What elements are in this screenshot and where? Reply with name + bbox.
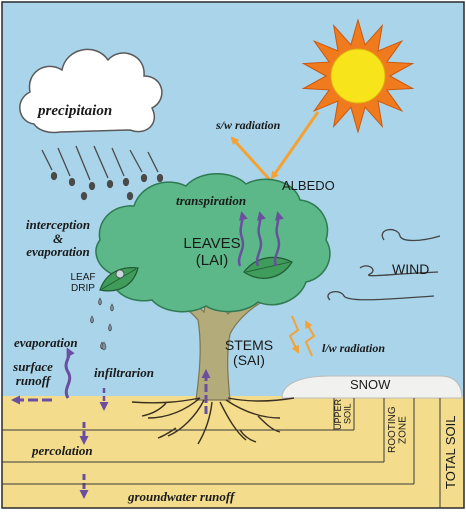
evaporation-label: evaporation — [14, 336, 78, 349]
leaf-drip-line-2: DRIP — [60, 283, 106, 294]
surface-runoff-line-1: surface — [2, 360, 64, 374]
droplet-icon — [116, 270, 124, 278]
total-soil-label: TOTAL SOIL — [444, 402, 462, 502]
precipitation-label: precipitaion — [38, 104, 112, 119]
leaf-drip-label: LEAF DRIP — [60, 272, 106, 294]
rooting-zone-line-2: ZONE — [398, 416, 409, 444]
rooting-zone-label: ROOTING ZONE — [388, 400, 412, 460]
interception-line: interception — [10, 218, 106, 232]
sai-line: (SAI) — [218, 353, 280, 368]
upper-soil-line-2: SOIL — [342, 404, 352, 425]
longwave-radiation-label: l/w radiation — [322, 342, 385, 354]
leaf-drip-line-1: LEAF — [60, 272, 106, 283]
transpiration-label: transpiration — [176, 194, 246, 207]
interception-evaporation-label: interception & evaporation — [10, 218, 106, 259]
albedo-label: ALBEDO — [282, 179, 335, 192]
percolation-label: percolation — [32, 444, 93, 457]
wind-label: WIND — [392, 262, 429, 276]
rooting-zone-line-1: ROOTING — [387, 407, 398, 454]
surface-runoff-label: surface runoff — [2, 360, 64, 387]
interception-ampersand: & — [10, 232, 106, 246]
lai-line: (LAI) — [168, 253, 256, 270]
leaves-line: LEAVES — [168, 236, 256, 253]
stems-sai-label: STEMS (SAI) — [218, 338, 280, 369]
shortwave-radiation-label: s/w radiation — [216, 119, 280, 131]
infiltration-label: infiltrarion — [94, 366, 154, 379]
surface-runoff-line-2: runoff — [2, 374, 64, 388]
snow-label: SNOW — [350, 378, 390, 391]
groundwater-runoff-label: groundwater runoff — [128, 490, 234, 503]
upper-soil-label: UPPER SOIL — [334, 398, 354, 430]
stems-line: STEMS — [218, 338, 280, 353]
leaves-lai-label: LEAVES (LAI) — [168, 236, 256, 269]
interception-line-2: evaporation — [10, 245, 106, 259]
